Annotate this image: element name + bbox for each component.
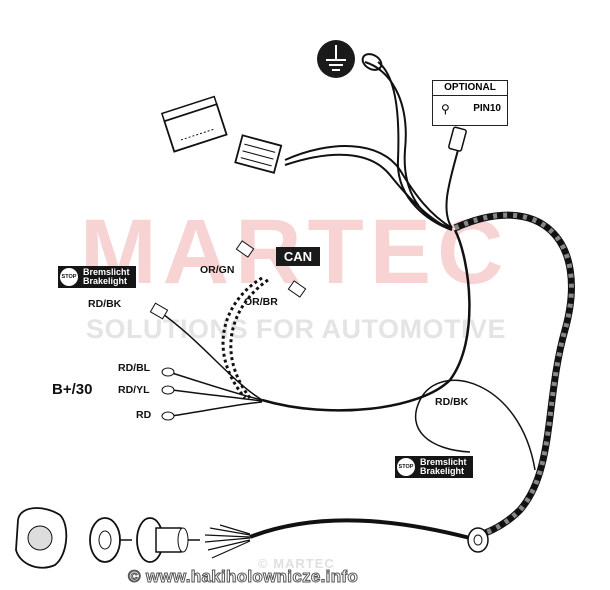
stop-sign-icon: STOP: [60, 268, 78, 286]
optional-title: OPTIONAL: [433, 81, 507, 96]
wire-rd: [171, 401, 263, 417]
control-module: [160, 95, 228, 153]
label-rd: RD: [136, 409, 152, 421]
label-or-gn: OR/GN: [200, 264, 235, 276]
module-plug: [234, 134, 283, 174]
ground-ring-terminal: [361, 53, 383, 71]
can-connector-or-br: [287, 280, 307, 298]
wire-rd-bl: [171, 372, 263, 401]
can-label: CAN: [276, 247, 320, 266]
socket-cable: [249, 518, 471, 540]
stop-sign-icon: STOP: [397, 458, 415, 476]
watermark-tagline: SOLUTIONS FOR AUTOMOTIVE: [86, 314, 507, 344]
cable-grommet: [467, 527, 489, 553]
wire-rd-bk-left: [159, 311, 263, 401]
trailer-socket-cap: [15, 507, 68, 569]
wire-rd-bk-right: [414, 379, 536, 471]
label-b30: B+/30: [52, 381, 93, 398]
brakelight-label-left: STOP Bremslicht Brakelight: [58, 266, 136, 288]
main-cable: [453, 211, 575, 542]
ground-icon: [326, 45, 346, 71]
brakelight-left-line2: Brakelight: [83, 276, 128, 286]
terminal-rd-yl: [161, 385, 175, 395]
terminal-rd: [161, 411, 175, 421]
socket-gasket: [89, 517, 132, 563]
socket-body: [136, 517, 200, 563]
label-rd-bk-right: RD/BK: [435, 396, 469, 408]
terminal-rd-bl: [161, 367, 175, 377]
label-or-br: OR/BR: [244, 296, 278, 308]
brakelight-left-line1: Bremslicht: [83, 266, 130, 277]
brakelight-right-line2: Brakelight: [420, 466, 465, 476]
can-twisted-pair: [221, 276, 263, 399]
brakelight-right-line1: Bremslicht: [420, 456, 467, 467]
pin10-connector: [448, 126, 467, 152]
label-rd-yl: RD/YL: [118, 384, 150, 396]
footer-url: © www.hakiholownicze.info: [127, 567, 359, 587]
label-rd-bl: RD/BL: [118, 362, 151, 374]
can-connector-or-gn: [235, 240, 255, 258]
loose-wire-ends: [204, 524, 251, 559]
optional-box: OPTIONAL ⚲ PIN10: [432, 80, 508, 126]
pin10-label: PIN10: [473, 103, 501, 114]
pin-connector-icon: ⚲: [441, 102, 450, 116]
brakelight-label-right: STOP Bremslicht Brakelight: [395, 456, 473, 478]
connector-rd-bk: [149, 302, 169, 320]
module-wire-bundle: [284, 145, 453, 229]
wire-rd-yl: [171, 389, 263, 402]
footer-watermark: © MARTEC: [258, 556, 335, 571]
optional-pin-wire: [445, 149, 459, 229]
label-rd-bk-left: RD/BK: [88, 298, 122, 310]
